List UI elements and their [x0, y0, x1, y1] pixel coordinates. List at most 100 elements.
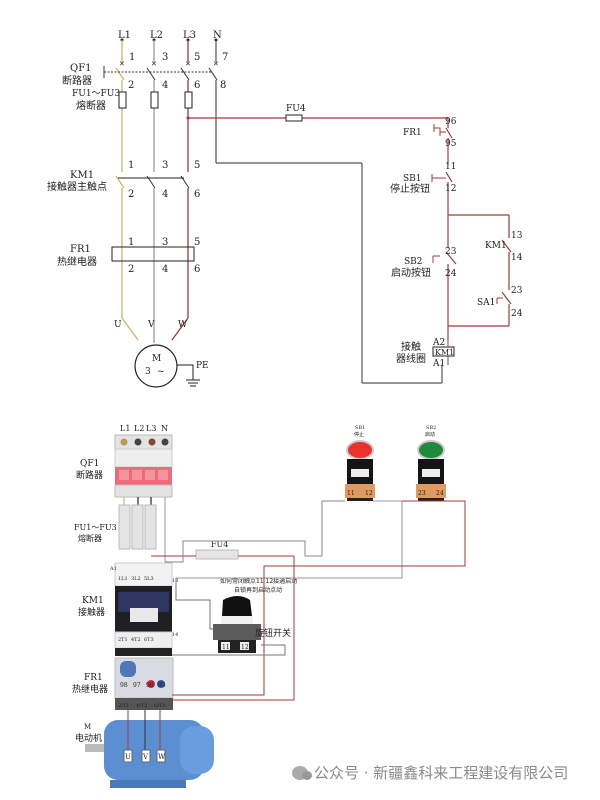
sb2-name: 启动按钮 [391, 266, 431, 279]
w-km1-tag: KM1 [82, 596, 104, 606]
sb2-w-name: 启动 [425, 431, 435, 438]
fr1-term: 1 [128, 237, 134, 248]
sb1-t1: 11 [445, 162, 456, 172]
watermark-text: 公众号 · 新疆鑫科来工程建设有限公司 [314, 764, 569, 782]
km1-main-term: 6 [194, 189, 200, 200]
wiring: L1 L2 L3 N QF1 断路器 FU1～FU3 熔断器 [72, 424, 466, 788]
sb2-w-t2: 24 [436, 490, 444, 497]
km1-term: 4T2 [131, 637, 141, 643]
qf1-term: 1 [129, 52, 135, 63]
motor-term-w: W [158, 753, 166, 761]
fuse-fu3 [184, 91, 193, 109]
qf1-term: 2 [128, 80, 134, 91]
km1-main-tag: KM1 [70, 170, 94, 181]
km1-term: 1L1 [118, 576, 128, 582]
control-wire [188, 117, 512, 340]
km1-main-term: 2 [128, 189, 134, 200]
phase-label-l2: L2 [150, 30, 163, 41]
svg-text:✕: ✕ [185, 60, 191, 68]
note-line-1: 如何常闭触点11 12接通启动 [220, 577, 297, 585]
wire-l1 [115, 40, 139, 341]
fr1-box [111, 246, 195, 262]
w-phase-l1: L1 [120, 424, 130, 433]
coil-a1: A1 [432, 359, 445, 369]
fr1-term: 4 [162, 264, 168, 275]
fuse-fu2 [150, 91, 159, 109]
km1-main-term: 5 [194, 160, 200, 171]
svg-text:✕: ✕ [119, 60, 125, 68]
km1-term: 2T1 [118, 637, 128, 643]
motor-phase-v: V [147, 320, 155, 330]
fr1-term: 3 [162, 237, 168, 248]
motor-phase-u: U [114, 320, 122, 330]
fr1-w-term: 95 [158, 682, 166, 689]
fr1-w-term: 97 [133, 682, 141, 689]
sb2-button [416, 440, 446, 501]
fr1-tag: FR1 [70, 244, 91, 255]
sb2-t1: 23 [445, 247, 457, 257]
coil-tag: KM1 [435, 348, 454, 357]
note-line-2: 自锁再到启动点动 [234, 586, 282, 594]
km1-main-name: 接触器主触点 [47, 180, 107, 193]
qf1-tag: QF1 [70, 63, 92, 74]
fr1-name: 热继电器 [57, 255, 97, 268]
sb1-button [345, 440, 375, 501]
km1-aux-t2: 14 [511, 253, 523, 263]
km1-aux-t1: 13 [511, 231, 523, 241]
svg-text:✕: ✕ [213, 60, 219, 68]
w-fuse-fu4 [195, 549, 239, 560]
motor-body [85, 720, 214, 788]
km1-coil [432, 346, 455, 357]
sb1-w-tag: SB1 [355, 425, 365, 431]
control-wiring [165, 500, 466, 701]
fr1-contact-t2: 95 [445, 139, 457, 149]
w-phase-l2: L2 [134, 424, 144, 433]
fr1-contact-t1: 96 [445, 117, 457, 127]
sb2-t2: 24 [445, 269, 457, 279]
fuse-fu1 [118, 91, 127, 109]
wire-l3 [171, 40, 189, 341]
phase-label-l1: L1 [118, 30, 131, 41]
qf1-term: 7 [222, 52, 228, 63]
km1-main-term: 4 [162, 189, 168, 200]
motor-tilde-label: ~ [157, 367, 165, 377]
fr1-bottom-term: 4/T2 [136, 703, 147, 709]
w-qf1-name: 断路器 [76, 469, 103, 481]
w-phase-l3: L3 [146, 424, 156, 433]
selector-t1: 11 [222, 644, 230, 651]
km1-a2: A2 [164, 648, 172, 654]
km1-term: 3L2 [131, 576, 141, 582]
coil-name-2: 器线圈 [396, 352, 426, 365]
qf1-term: 5 [194, 52, 200, 63]
fr1-relay [114, 657, 174, 710]
fuses-name: 熔断器 [76, 99, 106, 112]
selector-switch [213, 596, 261, 653]
motor-term-v: V [142, 753, 149, 761]
watermark: 公众号 · 新疆鑫科来工程建设有限公司 [292, 762, 568, 783]
w-fuses-name: 熔断器 [78, 533, 102, 543]
qf1-term: 8 [220, 80, 226, 91]
w-km1-name: 接触器 [78, 606, 105, 618]
fr1-term: 5 [194, 237, 200, 248]
fuse-fu4 [285, 114, 303, 122]
km1-contactor [114, 562, 173, 656]
fr1-w-term: 96 [146, 682, 154, 689]
pe-label: PE [196, 361, 209, 371]
fuses-tag: FU1～FU3 [72, 89, 120, 99]
w-fu4-tag: FU4 [211, 540, 228, 549]
motor-phase-w: W [178, 320, 188, 330]
sb1-t2: 12 [445, 184, 456, 194]
sa1-tag: SA1 [477, 298, 495, 308]
sb1-w-t1: 11 [347, 490, 355, 497]
wire-n [208, 40, 443, 384]
fuse-holders [118, 504, 157, 550]
sb1-name: 停止按钮 [390, 182, 430, 195]
qf1-name: 断路器 [62, 74, 92, 87]
motor-3-label: 3 [145, 367, 151, 377]
qf1-breaker [114, 434, 173, 498]
km1-term: 6T3 [144, 637, 154, 643]
w-qf1-tag: QF1 [80, 459, 99, 469]
fr1-bottom-term: 6/T3 [154, 703, 165, 709]
km1-main-term: 3 [162, 160, 168, 171]
